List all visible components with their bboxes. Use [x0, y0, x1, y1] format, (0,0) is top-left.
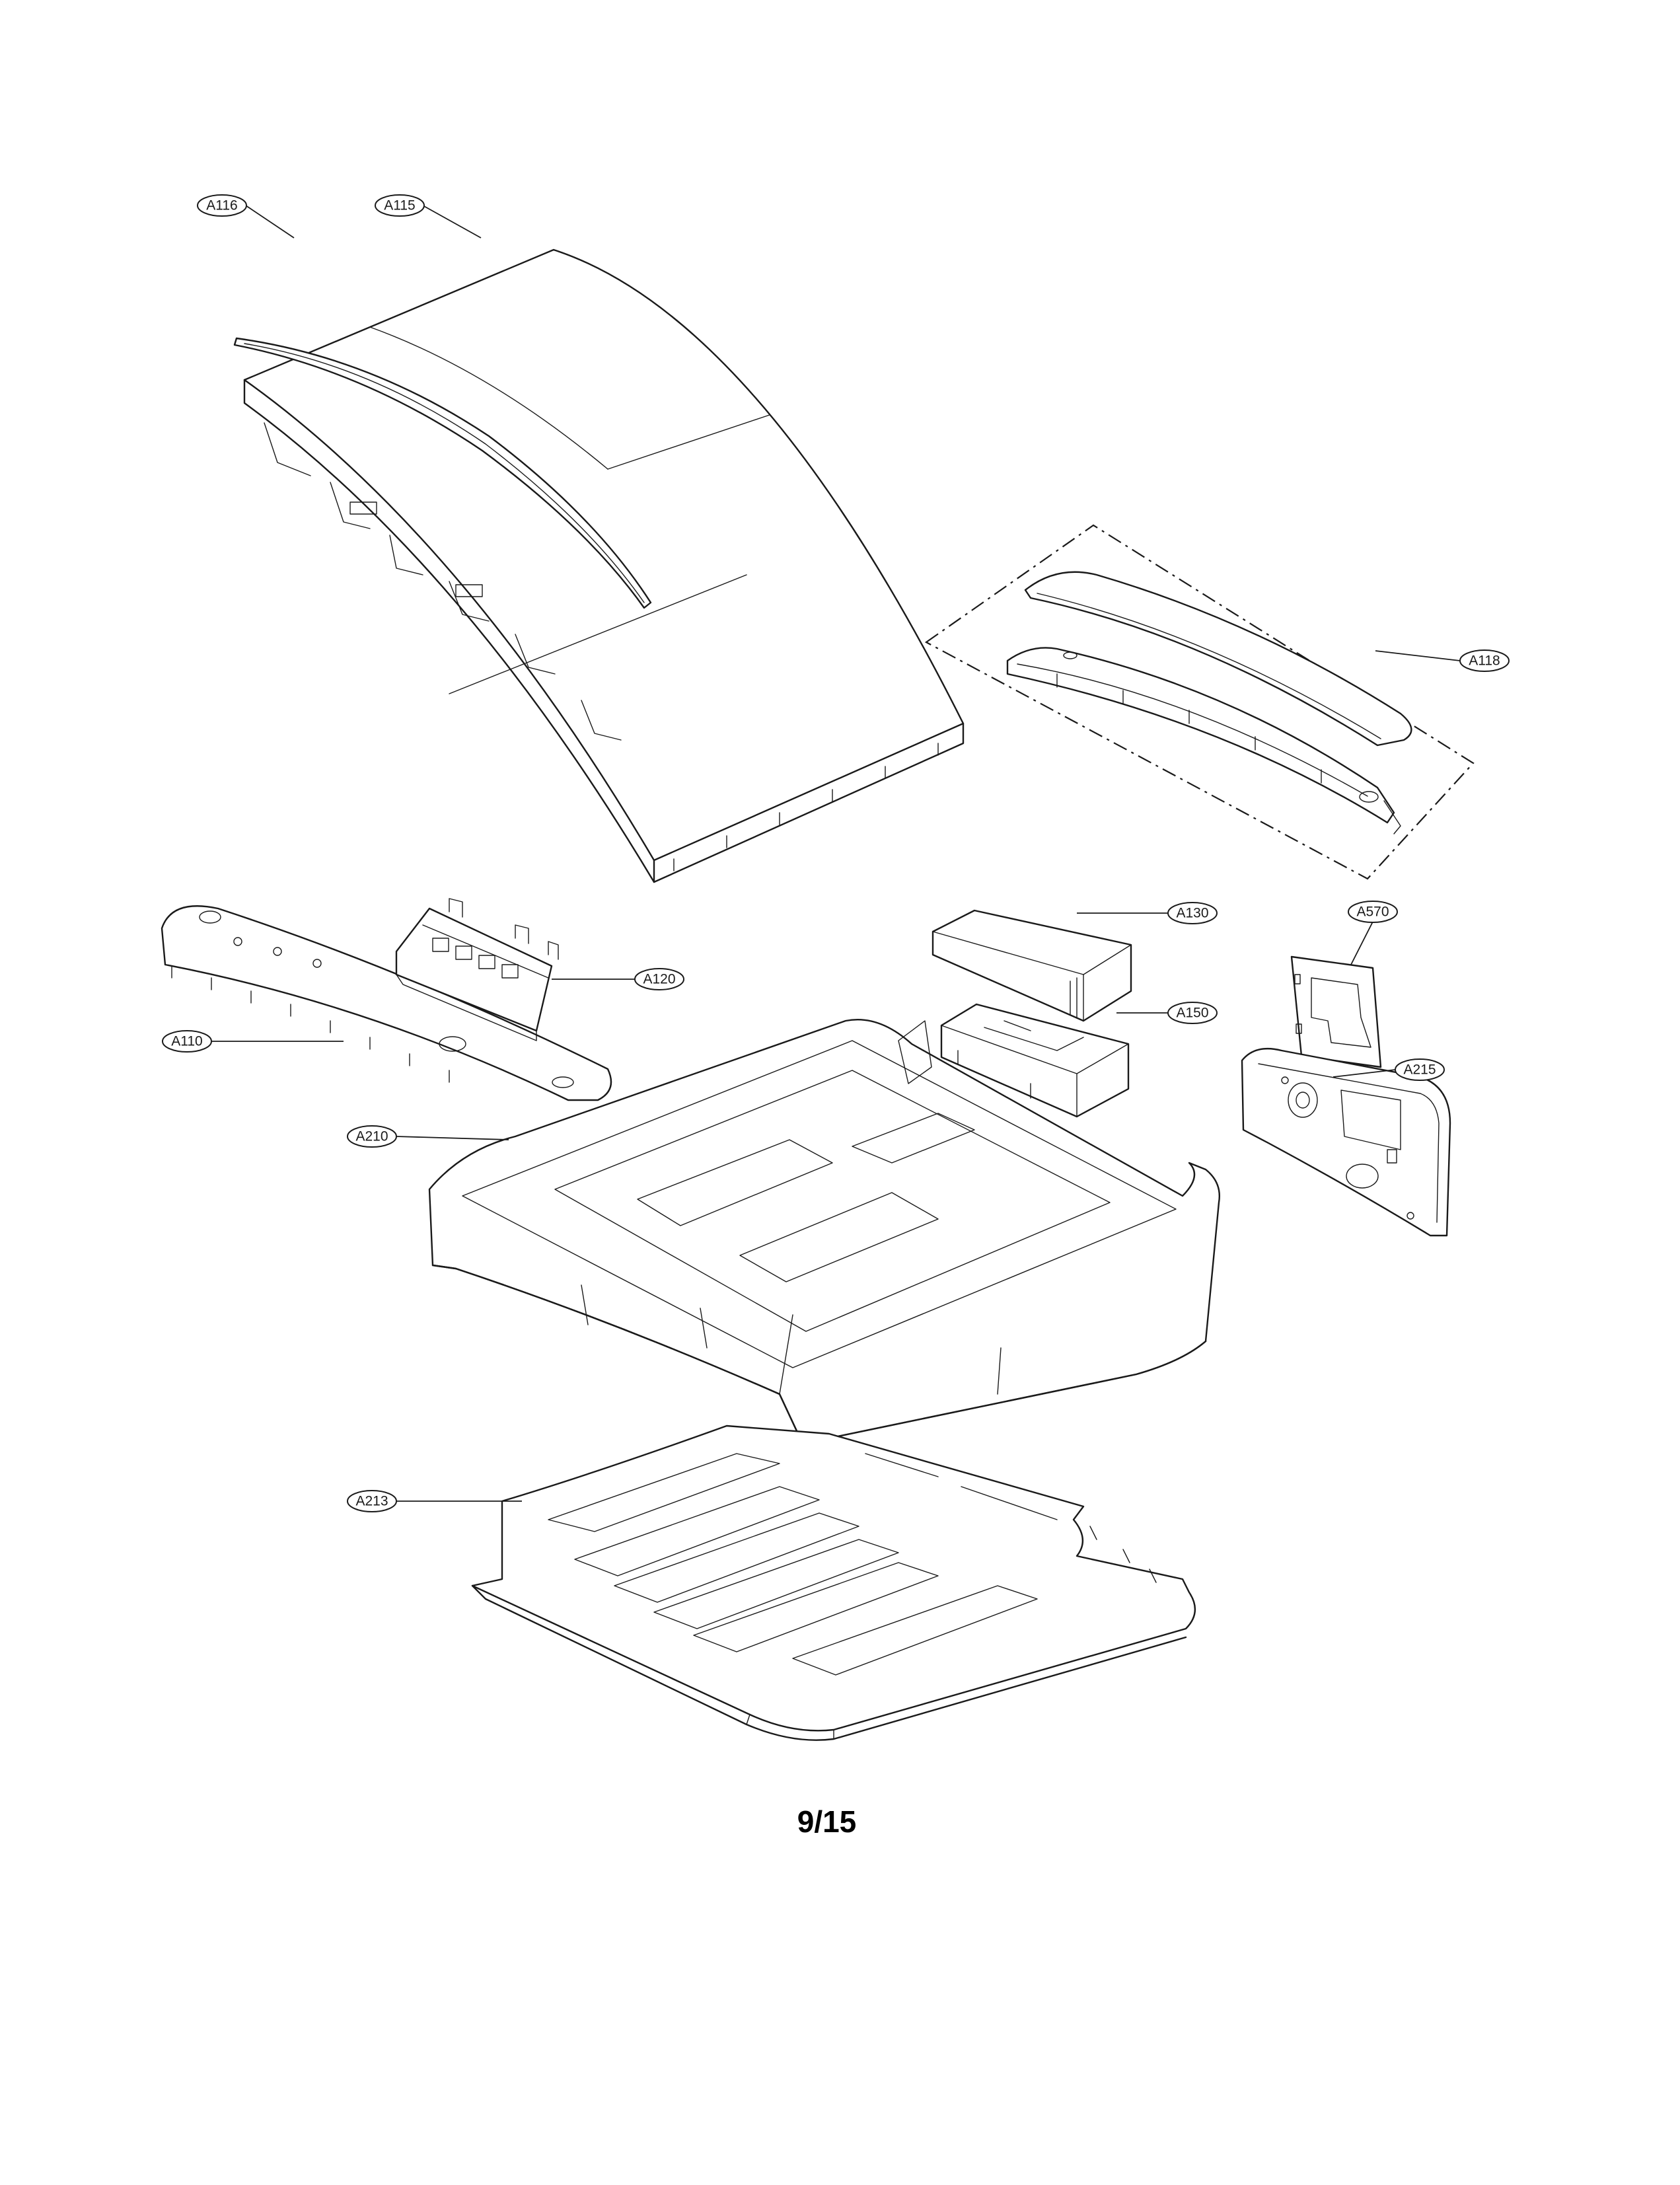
callout-label-a130: A130 — [1176, 906, 1208, 921]
callout-label-a115: A115 — [384, 198, 416, 213]
callout-label-a213: A213 — [355, 1494, 388, 1509]
callout-label-a118: A118 — [1469, 653, 1500, 669]
leader-a115 — [422, 205, 482, 239]
part-module-box — [931, 909, 1132, 1022]
part-cover-trim-strip — [233, 337, 652, 609]
callout-label-a116: A116 — [206, 198, 238, 213]
callout-a130: A130 — [1167, 902, 1218, 924]
callout-a110: A110 — [162, 1030, 212, 1053]
part-rear-bracket — [1241, 1048, 1451, 1237]
page-number-text: 9/15 — [797, 1804, 857, 1839]
leader-a215 — [1333, 1069, 1396, 1078]
callout-label-a110: A110 — [171, 1034, 203, 1049]
leader-a116 — [245, 205, 295, 239]
part-gasket-plate — [1290, 955, 1382, 1068]
page-number: 9/15 — [0, 1804, 1680, 1839]
callout-a150: A150 — [1167, 1002, 1218, 1024]
callout-a120: A120 — [634, 968, 684, 990]
part-control-panel — [161, 905, 612, 1101]
callout-label-a570: A570 — [1356, 905, 1389, 920]
callout-a215: A215 — [1395, 1058, 1445, 1081]
callout-label-a120: A120 — [643, 972, 675, 987]
leader-a570 — [1350, 921, 1373, 965]
leader-a210 — [396, 1136, 509, 1140]
leader-a118 — [1375, 650, 1461, 661]
callout-a213: A213 — [347, 1490, 397, 1512]
part-console-frame — [1006, 647, 1401, 834]
callout-label-a150: A150 — [1176, 1006, 1208, 1021]
callout-label-a215: A215 — [1403, 1062, 1436, 1078]
callout-a116: A116 — [197, 194, 247, 217]
callout-a115: A115 — [375, 194, 425, 217]
callout-label-a210: A210 — [355, 1129, 388, 1144]
part-base-plate — [471, 1425, 1196, 1741]
part-top-frame-base — [428, 1018, 1220, 1445]
part-top-cover — [243, 248, 965, 883]
part-console-cover — [1024, 571, 1412, 747]
callout-a570: A570 — [1348, 901, 1398, 923]
callout-a210: A210 — [347, 1125, 397, 1148]
callout-a118: A118 — [1459, 649, 1510, 672]
part-kit-boundary — [924, 524, 1475, 880]
part-module-holder — [940, 1003, 1130, 1118]
part-main-pcb — [395, 898, 559, 1041]
